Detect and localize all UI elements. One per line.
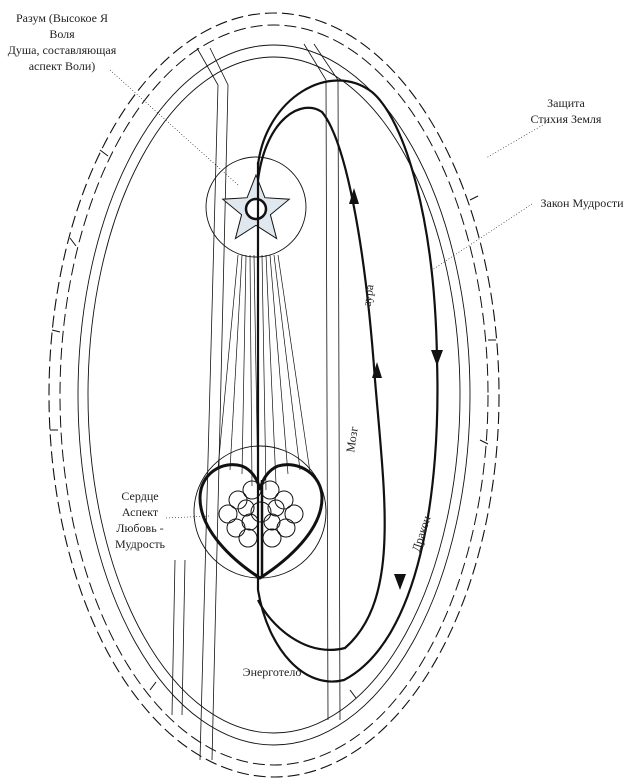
protection-label-line2: Стихия Земля	[531, 112, 602, 126]
mind-label-line2: Воля	[49, 27, 75, 41]
protection-inner-oval	[59, 24, 489, 766]
aura-loop-inner	[256, 106, 386, 651]
shell-tick-marks	[50, 149, 496, 699]
protection-outer-oval	[48, 12, 500, 778]
dragon-label: Дракон	[409, 513, 434, 553]
energy-body-inner-oval	[87, 56, 461, 734]
energy-channels	[171, 43, 341, 761]
heart-label-line4: Мудрость	[115, 537, 166, 551]
heart-icon	[198, 463, 324, 580]
mind-label-line4: аспект Воли)	[29, 59, 96, 73]
arrow-up-icon	[372, 362, 382, 378]
mind-circle	[205, 156, 307, 258]
mind-label-line1: Разум (Высокое Я	[16, 11, 108, 25]
heart-circle	[193, 445, 327, 579]
protection-label-line1: Защита	[547, 96, 585, 110]
heart-label-line3: Любовь -	[116, 521, 163, 535]
leader-lines	[109, 69, 549, 519]
arrow-down-icon	[431, 350, 443, 366]
mind-label-line3: Душа, составляющая	[8, 43, 117, 57]
mind-core-circle	[244, 197, 268, 221]
brain-label: Мозг	[343, 426, 360, 454]
heart-label-line1: Сердце	[121, 489, 158, 503]
arrow-up-icon	[349, 188, 359, 204]
arrow-down-icon	[394, 574, 406, 590]
heart-label-line2: Аспект	[122, 505, 159, 519]
aura-label: аура	[360, 283, 377, 307]
energy-body-label: Энерготело	[243, 665, 302, 679]
energy-body-outer-oval	[77, 44, 471, 746]
mind-heart-rays	[217, 254, 311, 491]
law-of-wisdom-label: Закон Мудрости	[541, 196, 625, 210]
aura-loop-outer	[256, 79, 439, 683]
